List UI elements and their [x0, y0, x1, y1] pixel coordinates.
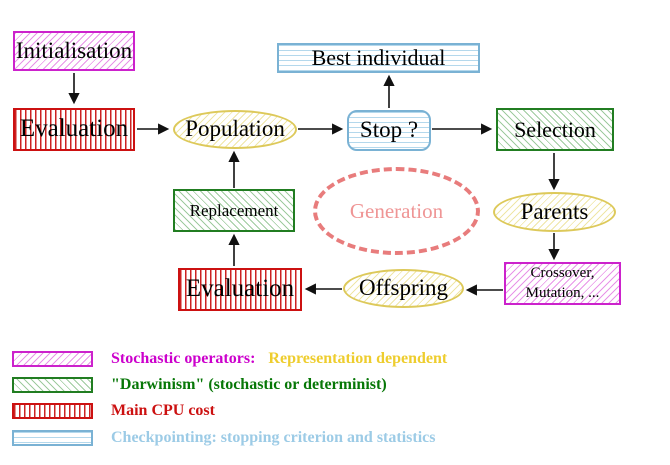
red-vertical-lines-swatch-icon	[12, 403, 93, 419]
cyan-horizontal-lines-swatch-icon	[12, 430, 93, 446]
legend-primary-cpu-cost: Main CPU cost	[111, 402, 215, 419]
node-crossover-mutation: Crossover, Mutation, ...	[504, 262, 621, 305]
legend-primary-checkpointing: Checkpointing: stopping criterion and st…	[111, 429, 436, 446]
node-parents: Parents	[493, 192, 616, 232]
node-evaluation-top-label: Evaluation	[19, 115, 129, 143]
node-crossover-mutation-label: Crossover, Mutation, ...	[526, 264, 600, 303]
crossover-line1: Crossover,	[530, 265, 595, 281]
legend-row-stochastic-operators: Stochastic operators: Representation dep…	[12, 350, 447, 368]
node-evaluation-top: Evaluation	[13, 108, 135, 151]
node-initialisation-label: Initialisation	[15, 37, 133, 63]
node-best-individual: Best individual	[277, 43, 480, 73]
legend-secondary-representation: Representation dependent	[268, 350, 448, 367]
green-diagonal-hatch-swatch-icon	[12, 377, 93, 393]
node-selection: Selection	[496, 108, 614, 151]
node-generation: Generation	[313, 167, 480, 255]
legend-text-stochastic-operators: Stochastic operators: Representation dep…	[111, 350, 447, 368]
node-stop-label: Stop ?	[359, 117, 419, 143]
node-stop: Stop ?	[347, 110, 431, 151]
legend-row-checkpointing: Checkpointing: stopping criterion and st…	[12, 429, 435, 447]
legend-row-main-cpu-cost: Main CPU cost	[12, 402, 215, 420]
node-initialisation: Initialisation	[13, 31, 135, 71]
node-parents-label: Parents	[520, 198, 589, 224]
node-best-individual-label: Best individual	[311, 45, 446, 71]
legend-row-darwinism: "Darwinism" (stochastic or determinist)	[12, 376, 387, 394]
magenta-diagonal-hatch-swatch-icon	[12, 351, 93, 367]
crossover-line2: Mutation, ...	[525, 284, 600, 301]
node-replacement: Replacement	[173, 189, 295, 232]
legend-text-checkpointing: Checkpointing: stopping criterion and st…	[111, 429, 435, 447]
legend-text-main-cpu-cost: Main CPU cost	[111, 402, 215, 420]
legend-primary-darwinism: "Darwinism" (stochastic or determinist)	[111, 376, 387, 393]
node-offspring: Offspring	[343, 269, 464, 308]
legend-primary-stochastic: Stochastic operators:	[111, 350, 256, 367]
node-population: Population	[173, 110, 297, 149]
legend-text-darwinism: "Darwinism" (stochastic or determinist)	[111, 376, 387, 394]
node-evaluation-bottom: Evaluation	[178, 268, 302, 311]
node-selection-label: Selection	[514, 116, 596, 142]
node-generation-label: Generation	[349, 198, 444, 223]
node-population-label: Population	[185, 116, 285, 142]
node-offspring-label: Offspring	[358, 275, 448, 301]
node-replacement-label: Replacement	[189, 200, 279, 220]
node-evaluation-bottom-label: Evaluation	[185, 275, 295, 303]
